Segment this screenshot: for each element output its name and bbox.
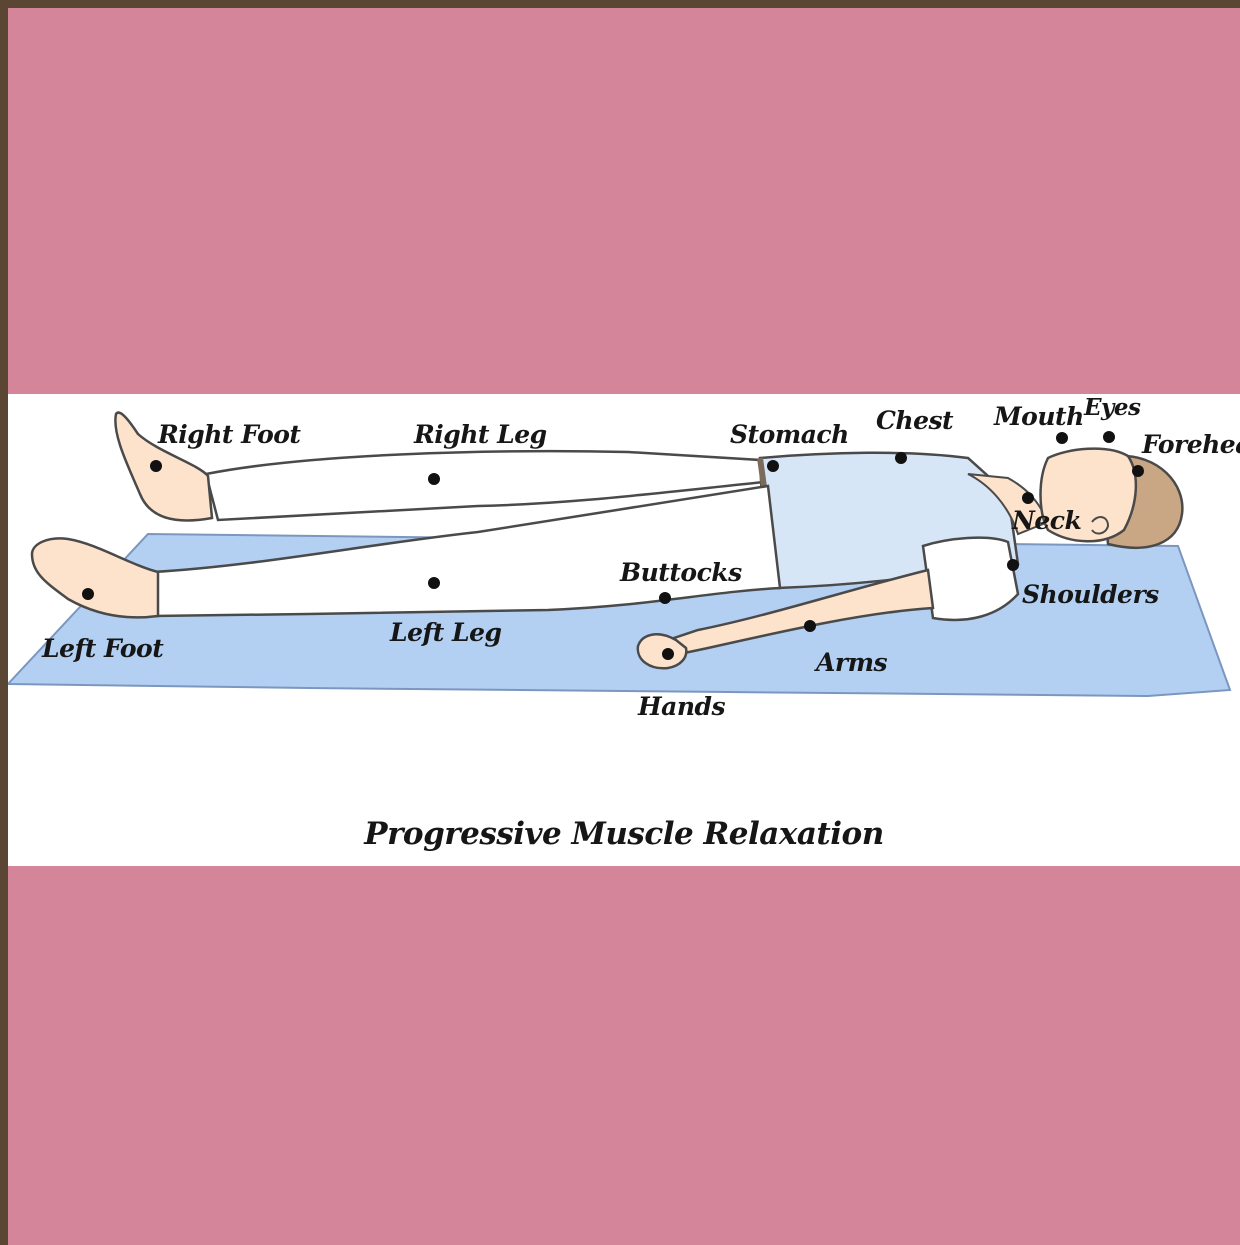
bottom-color-band — [8, 866, 1240, 1245]
frame-top-border — [0, 0, 1240, 8]
dot-buttocks — [659, 592, 671, 604]
sleeve — [923, 538, 1018, 620]
dot-right-foot — [150, 460, 162, 472]
dot-right-leg — [428, 473, 440, 485]
label-neck: Neck — [1012, 506, 1081, 535]
label-eyes: Eyes — [1084, 394, 1140, 421]
dot-mouth — [1056, 432, 1068, 444]
label-shoulders: Shoulders — [1022, 580, 1159, 609]
label-mouth: Mouth — [994, 402, 1084, 431]
label-stomach: Stomach — [730, 420, 849, 449]
label-left-leg: Left Leg — [390, 618, 501, 647]
dot-hands — [662, 648, 674, 660]
dot-forehead — [1132, 465, 1144, 477]
body-illustration — [8, 394, 1240, 866]
label-right-foot: Right Foot — [158, 420, 300, 449]
label-right-leg: Right Leg — [414, 420, 547, 449]
dot-left-foot — [82, 588, 94, 600]
label-buttocks: Buttocks — [620, 558, 742, 587]
label-chest: Chest — [876, 406, 953, 435]
dot-left-leg — [428, 577, 440, 589]
label-left-foot: Left Foot — [42, 634, 163, 663]
dot-shoulders — [1007, 559, 1019, 571]
dot-chest — [895, 452, 907, 464]
label-forehead: Forehead — [1142, 430, 1240, 459]
top-color-band — [8, 8, 1240, 394]
label-hands: Hands — [638, 692, 725, 721]
dot-stomach — [767, 460, 779, 472]
dot-eyes — [1103, 431, 1115, 443]
dot-arms — [804, 620, 816, 632]
diagram-caption: Progressive Muscle Relaxation — [8, 816, 1240, 852]
frame-left-border — [0, 0, 8, 1245]
label-arms: Arms — [816, 648, 887, 677]
dot-neck — [1022, 492, 1034, 504]
diagram-panel: Right Foot Right Leg Stomach Chest Mouth… — [8, 394, 1240, 866]
